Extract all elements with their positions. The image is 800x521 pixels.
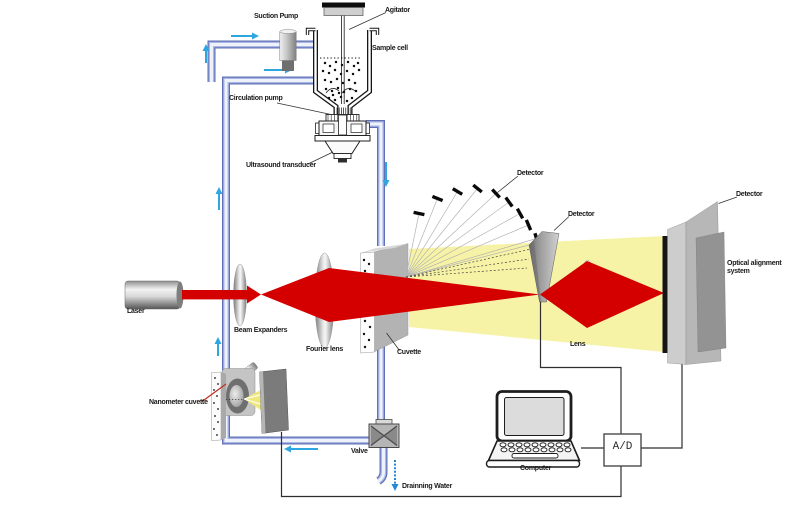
flow-arrow-right-top <box>231 32 259 40</box>
leader-lines <box>201 12 738 403</box>
sample-cell <box>305 2 380 115</box>
flow-arrow-down-right-pipe <box>382 162 390 187</box>
panel-detector-strip <box>662 236 668 353</box>
nanometer-scatter-fan <box>244 388 263 412</box>
suction-pump <box>279 29 297 71</box>
flow-arrows <box>202 32 399 491</box>
stir-swirl <box>325 88 340 94</box>
laser-beam <box>182 285 261 304</box>
flow-arrow-left-bottom <box>284 445 318 453</box>
signal-wires <box>280 302 683 498</box>
valve-icon <box>368 419 400 448</box>
refocused-beam <box>540 261 664 328</box>
water-circuit-pipes <box>207 40 388 485</box>
detector-array <box>405 183 540 278</box>
drain-arrow-down <box>391 460 399 491</box>
main-beam-cone <box>261 268 540 322</box>
suspended-particles <box>321 60 361 103</box>
laptop-spacebar <box>511 453 559 459</box>
flow-arrow-up-stub <box>202 44 210 63</box>
laser <box>124 280 184 310</box>
agitator-motor <box>323 7 364 16</box>
nanometer-particles <box>213 377 219 436</box>
nanometer-leader-red <box>201 383 227 403</box>
wire-nanometer-to-ad <box>280 432 622 498</box>
laptop-base <box>485 459 581 468</box>
scattered-light-cone <box>409 236 664 352</box>
ultrasound-transducer <box>324 140 361 163</box>
nanometer-detector-panel <box>259 368 289 434</box>
wire-wedge-to-ad <box>539 302 622 434</box>
nanometer-cuvette-assembly <box>211 362 289 441</box>
optical-alignment-panel <box>662 201 727 365</box>
wedge-detector <box>528 231 560 303</box>
flow-arrow-up-left-pipe-1 <box>215 187 223 210</box>
computer-laptop <box>485 390 581 468</box>
agitator-motor-bar <box>322 2 365 8</box>
circulation-pump <box>314 114 371 142</box>
flow-arrow-up-left-pipe-2 <box>214 337 222 356</box>
cell-neck-grill <box>336 107 351 115</box>
ad-converter-box <box>603 433 642 467</box>
wire-panel-to-ad <box>641 364 683 449</box>
forward-scatter-dotted-rays <box>405 248 532 278</box>
